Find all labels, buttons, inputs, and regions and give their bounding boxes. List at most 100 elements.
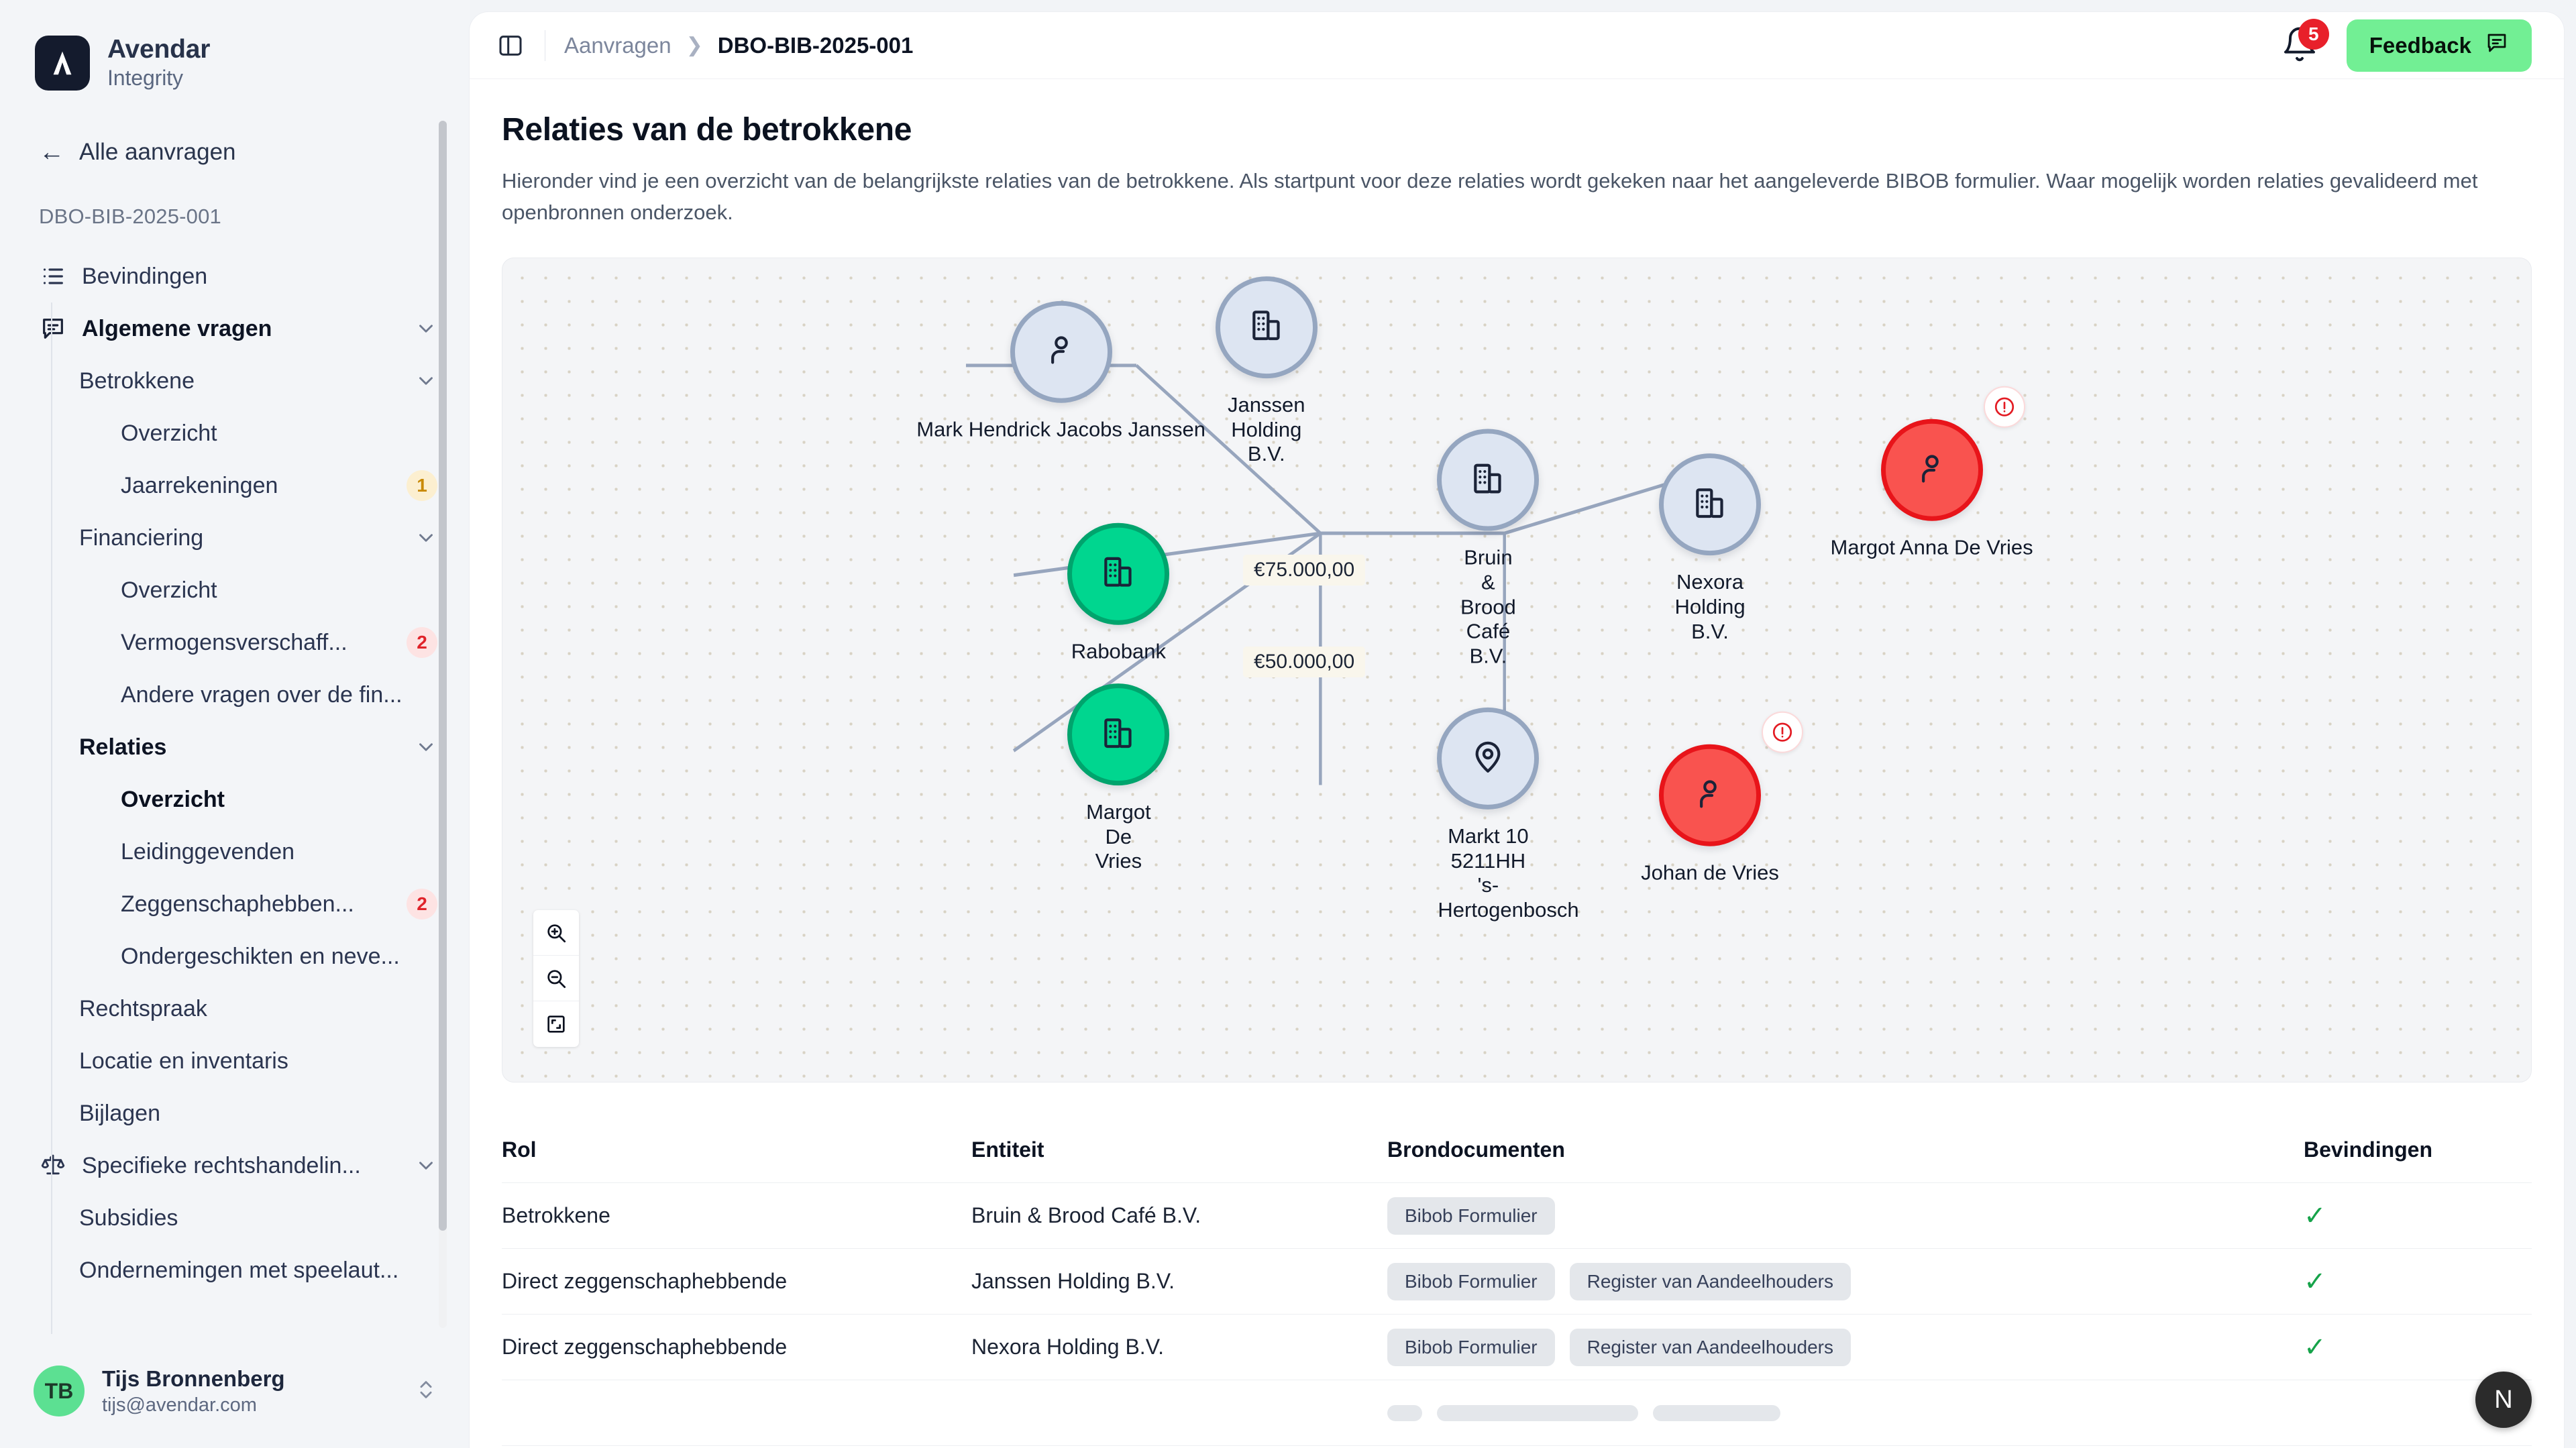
node-circle-location <box>1437 708 1540 810</box>
brand[interactable]: Avendar Integrity <box>0 0 470 91</box>
sidebar-item-label: Bevindingen <box>82 263 208 289</box>
graph-node-margotde[interactable]: Margot De Vries <box>1067 683 1170 874</box>
chevron-down-icon[interactable] <box>415 526 437 549</box>
sidebar-item-bevindingen[interactable]: Bevindingen <box>0 250 470 302</box>
sidebar-item-vermogensverschaff[interactable]: Vermogensverschaff...2 <box>0 616 470 669</box>
alert-icon[interactable] <box>1762 711 1803 753</box>
sidebar-item-betrokkene[interactable]: Betrokkene <box>0 355 470 407</box>
notifications-button[interactable]: 5 <box>2281 18 2329 66</box>
chevron-down-icon[interactable] <box>415 317 437 340</box>
toggle-sidebar-icon[interactable] <box>495 30 526 61</box>
sidebar-item-financiering[interactable]: Financiering <box>0 512 470 564</box>
assistant-float-button[interactable]: N <box>2475 1372 2532 1428</box>
sidebar-item-overzicht[interactable]: Overzicht <box>0 773 470 826</box>
graph-node-janssen[interactable]: Janssen Holding B.V. <box>1215 276 1318 467</box>
graph-node-margot[interactable]: Margot Anna De Vries <box>1758 386 2106 561</box>
user-email: tijs@avendar.com <box>102 1394 257 1416</box>
sidebar-item-subsidies[interactable]: Subsidies <box>0 1192 470 1244</box>
relations-table: Rol Entiteit Brondocumenten Bevindingen … <box>502 1117 2532 1446</box>
sidebar-item-label: Betrokkene <box>79 368 195 394</box>
document-chip[interactable] <box>1437 1404 1638 1421</box>
sidebar-scrollbar-thumb[interactable] <box>439 121 447 1231</box>
sidebar-item-label: Specifieke rechtshandelin... <box>82 1152 361 1178</box>
back-to-all-requests[interactable]: ← Alle aanvragen <box>0 91 470 166</box>
sidebar-item-rechtspraak[interactable]: Rechtspraak <box>0 983 470 1035</box>
chevron-down-icon[interactable] <box>415 1154 437 1177</box>
user-profile[interactable]: TB Tijs Bronnenberg tijs@avendar.com <box>0 1334 470 1448</box>
fit-view-icon[interactable] <box>533 1001 579 1047</box>
document-chip[interactable]: Bibob Formulier <box>1387 1196 1555 1235</box>
sidebar-item-locatie-en-inventaris[interactable]: Locatie en inventaris <box>0 1035 470 1087</box>
cell-brondocumenten: Bibob Formulier Register van Aandeelhoude… <box>1387 1328 2304 1366</box>
document-chip[interactable]: Bibob Formulier <box>1387 1262 1555 1300</box>
sidebar-item-label: Algemene vragen <box>82 315 272 341</box>
graph-node-rabo[interactable]: Rabobank <box>1067 522 1170 664</box>
column-header-rol: Rol <box>502 1137 537 1162</box>
alert-icon[interactable] <box>1983 386 2025 429</box>
graph-node-markt[interactable]: Markt 10 5211HH 's- Hertogenbosch <box>1437 708 1579 922</box>
sidebar-item-ondernemingen-met-speelaut[interactable]: Ondernemingen met speelaut... <box>0 1244 470 1296</box>
sidebar-item-jaarrekeningen[interactable]: Jaarrekeningen 1 <box>0 459 470 512</box>
sidebar-item-leidinggevenden[interactable]: Leidinggevenden <box>0 826 470 878</box>
sidebar-item-zeggenschaphebben[interactable]: Zeggenschaphebben...2 <box>0 878 470 930</box>
zoom-out-icon[interactable] <box>533 956 579 1001</box>
sidebar-item-algemene-vragen[interactable]: Algemene vragen <box>0 302 470 355</box>
node-circle-person <box>1659 711 1803 846</box>
graph-node-bruin[interactable]: Bruin & Brood Café B.V. <box>1437 429 1540 669</box>
sidebar-item-label: Leidinggevenden <box>121 838 295 865</box>
node-circle-company <box>1215 276 1318 379</box>
check-icon: ✓ <box>2304 1201 2326 1231</box>
sidebar-item-ondergeschikten-en-neve[interactable]: Ondergeschikten en neve... <box>0 930 470 983</box>
sidebar-item-label: Jaarrekeningen <box>121 472 278 498</box>
node-circle-person <box>1880 386 2025 522</box>
sidebar-item-badge: 2 <box>407 889 437 920</box>
chevron-updown-icon <box>415 1378 437 1404</box>
breadcrumb-parent[interactable]: Aanvragen <box>564 32 672 58</box>
check-icon: ✓ <box>2304 1332 2326 1362</box>
sidebar-scrollbar[interactable] <box>439 121 447 1328</box>
cell-entiteit: Bruin & Brood Café B.V. <box>971 1203 1201 1227</box>
column-header-bevindingen: Bevindingen <box>2304 1137 2433 1162</box>
graph-node-nexora[interactable]: Nexora Holding B.V. <box>1659 453 1761 645</box>
feedback-button[interactable]: Feedback <box>2346 19 2532 72</box>
sidebar-item-label: Overzicht <box>121 577 217 603</box>
chevron-down-icon[interactable] <box>415 370 437 392</box>
sidebar-item-overzicht[interactable]: Overzicht <box>0 407 470 459</box>
sidebar-item-label: Overzicht <box>121 786 225 812</box>
sidebar-item-badge: 1 <box>407 470 437 501</box>
sidebar-item-overzicht[interactable]: Overzicht <box>0 564 470 616</box>
node-circle-company <box>1437 429 1540 532</box>
graph-edge-label: €50.000,00 <box>1243 647 1366 678</box>
table-row[interactable] <box>502 1380 2532 1446</box>
graph-node-label: Bruin & Brood Café B.V. <box>1460 546 1516 668</box>
avatar: TB <box>34 1366 85 1416</box>
person-icon <box>1042 331 1080 372</box>
zoom-in-icon[interactable] <box>533 910 579 956</box>
document-chip[interactable] <box>1653 1404 1780 1421</box>
graph-node-label: Nexora Holding B.V. <box>1674 570 1746 643</box>
graph-node-mark[interactable]: Mark Hendrick Jacobs Janssen <box>887 300 1236 443</box>
cell-bevindingen: ✓ <box>2304 1203 2532 1229</box>
feedback-label: Feedback <box>2369 32 2471 58</box>
message-icon <box>39 315 67 343</box>
sidebar-item-bijlagen[interactable]: Bijlagen <box>0 1087 470 1139</box>
document-chip[interactable]: Register van Aandeelhouders <box>1569 1328 1851 1366</box>
graph-edges <box>965 364 1689 785</box>
sidebar-item-specifieke-rechtshandelin[interactable]: Specifieke rechtshandelin... <box>0 1139 470 1192</box>
notification-count-badge: 5 <box>2298 18 2329 50</box>
sidebar-item-label: Rechtspraak <box>79 995 207 1021</box>
document-chip[interactable] <box>1387 1404 1422 1421</box>
document-chip[interactable]: Bibob Formulier <box>1387 1328 1555 1366</box>
chevron-down-icon[interactable] <box>415 736 437 759</box>
graph-node-johan[interactable]: Johan de Vries <box>1536 711 1884 886</box>
scales-icon <box>39 1152 67 1180</box>
document-chip[interactable]: Register van Aandeelhouders <box>1569 1262 1851 1300</box>
sidebar-item-andere-vragen-over-de-fin[interactable]: Andere vragen over de fin... <box>0 669 470 721</box>
cell-entiteit: Janssen Holding B.V. <box>971 1269 1175 1293</box>
sidebar-item-relaties[interactable]: Relaties <box>0 721 470 773</box>
